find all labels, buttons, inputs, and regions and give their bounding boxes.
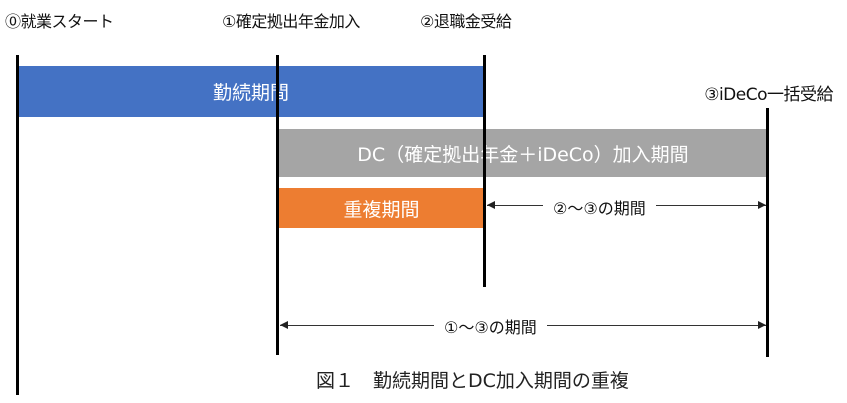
span-2-3-label: ②～③の期間: [543, 195, 656, 219]
employment-period-label: 勤続期間: [212, 82, 289, 104]
figure-caption: 図１ 勤続期間とDC加入期間の重複: [316, 370, 629, 392]
overlap-period-label: 重複期間: [343, 198, 420, 221]
milestone-3-label: ③iDeCo一括受給: [704, 85, 833, 105]
dc-period-bar: DC（確定拠出年金＋iDeCo）加入期間: [278, 129, 768, 177]
dc-period-label: DC（確定拠出年金＋iDeCo）加入期間: [357, 143, 689, 166]
milestone-1-line: [276, 55, 279, 355]
span-1-3-label: ①～③の期間: [434, 314, 547, 338]
milestone-3-line: [766, 108, 769, 357]
milestone-2-line: [483, 55, 486, 287]
milestone-0-line: [16, 55, 19, 395]
milestone-0-label: ⓪就業スタート: [5, 12, 114, 31]
overlap-period-bar: 重複期間: [278, 188, 485, 228]
employment-period-bar: 勤続期間: [17, 66, 485, 117]
milestone-1-label: ①確定拠出年金加入: [222, 12, 360, 31]
milestone-2-label: ②退職金受給: [420, 12, 512, 31]
